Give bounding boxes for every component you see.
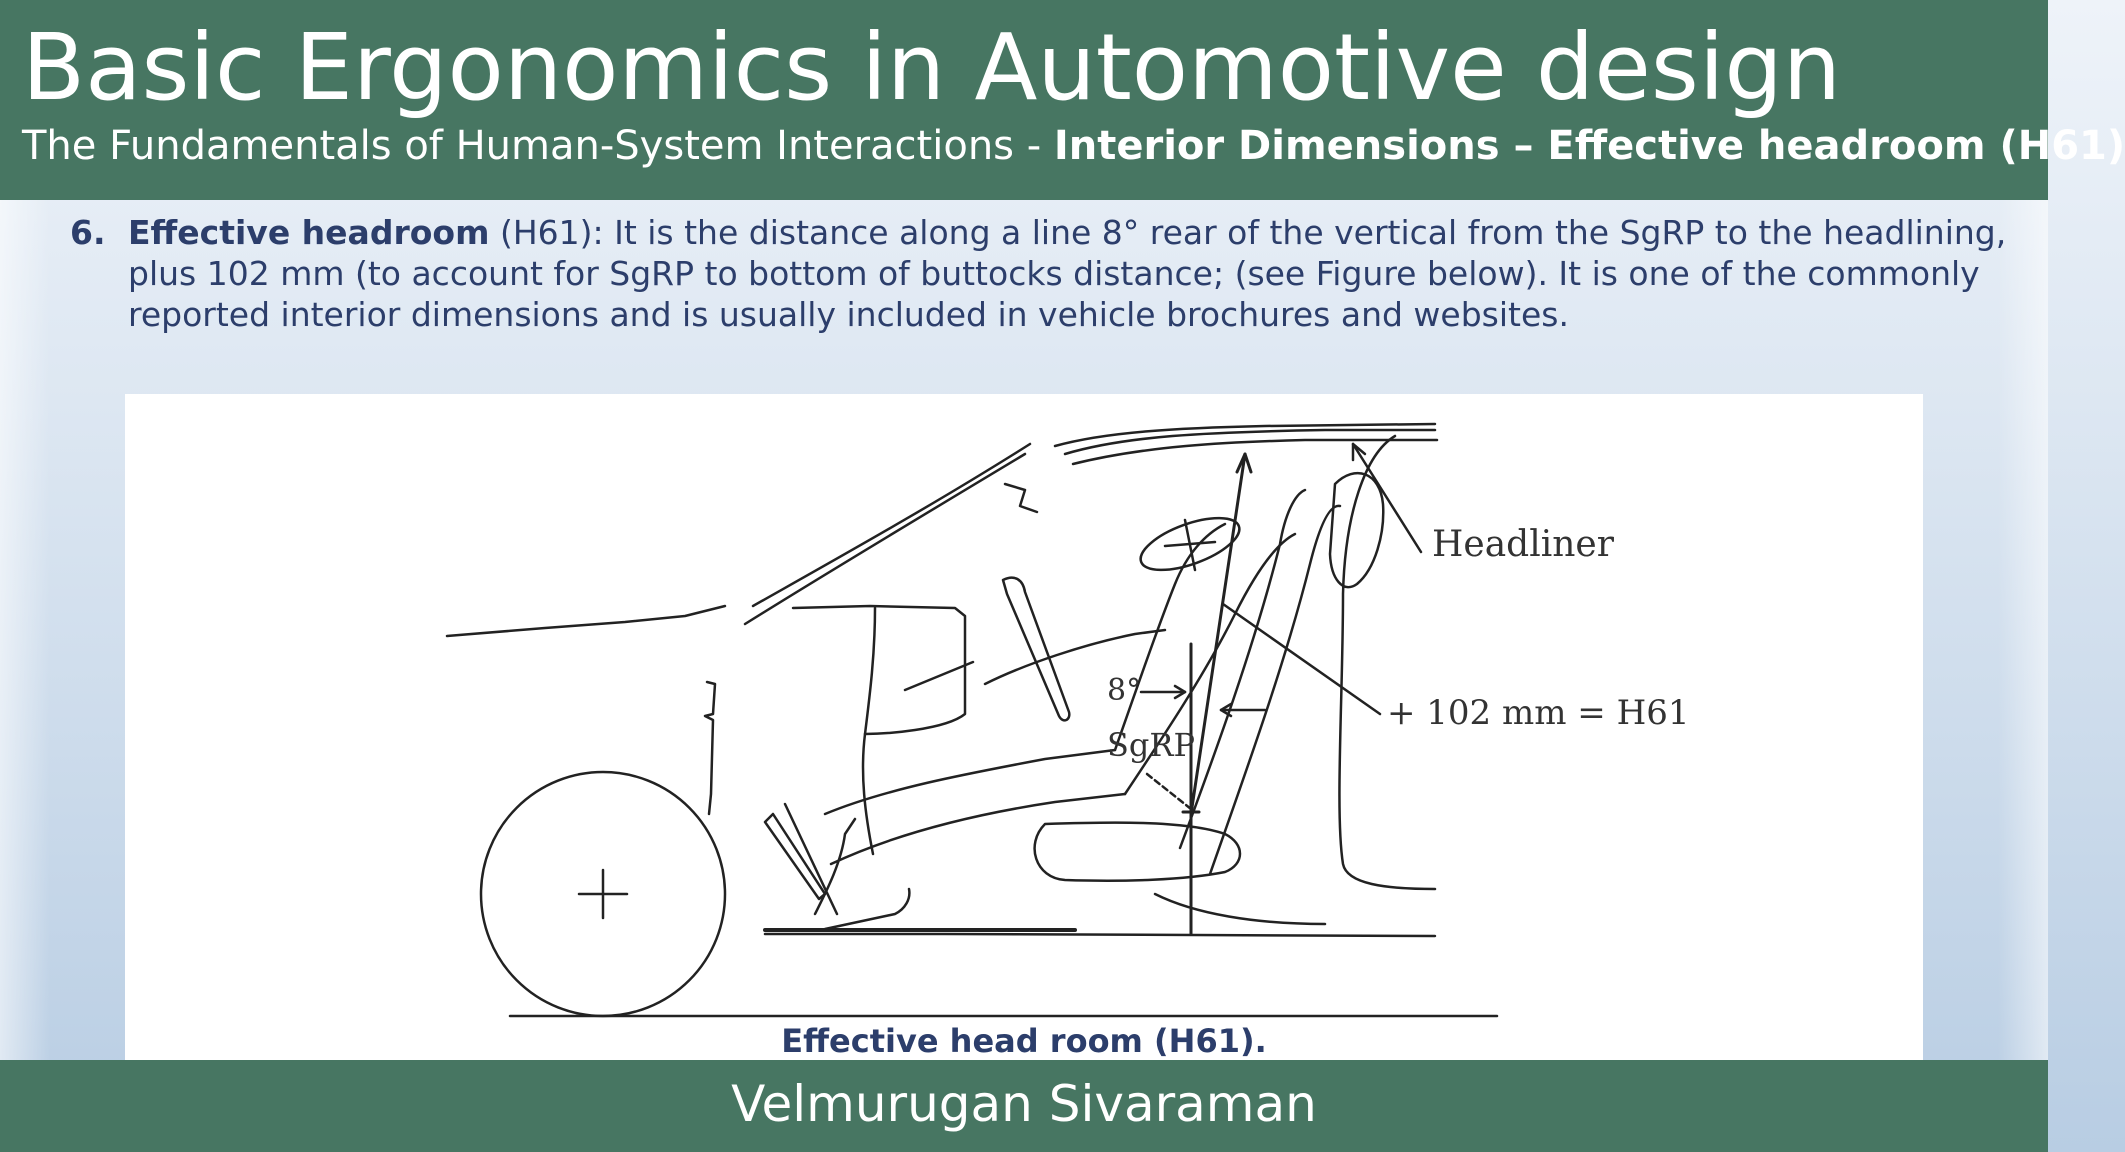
roof-outer (1053, 422, 1437, 448)
point-definition: (H61): It is the distance along a line 8… (128, 213, 2007, 334)
bumper-bracket (703, 680, 717, 816)
dashboard-lower (861, 606, 877, 856)
point-number: 6. (70, 213, 106, 252)
roof-headliner (1063, 428, 1437, 456)
slide-header: Basic Ergonomics in Automotive design Th… (0, 0, 2125, 200)
subtitle-topic: Interior Dimensions – Effective headroom… (1053, 123, 2125, 169)
rear-seat-base (1153, 892, 1327, 926)
label-headliner: Headliner (1432, 524, 1615, 565)
pedal (763, 812, 827, 901)
roof-inner (1071, 438, 1439, 466)
angle-arrow-right-head (1219, 702, 1233, 718)
head-restraint (1328, 471, 1385, 589)
shin-upper (823, 748, 1117, 816)
windshield (743, 452, 1027, 626)
torso-front (1113, 522, 1227, 752)
headliner-leader (1351, 442, 1423, 554)
head-ellipse (1139, 516, 1241, 572)
seat-cushion (1033, 821, 1242, 882)
torso-back (1123, 532, 1297, 796)
h61-leader (1221, 602, 1382, 716)
rear-body-curve (1338, 434, 1437, 891)
angle-arrow-left-head (1173, 684, 1187, 700)
slide-title: Basic Ergonomics in Automotive design (22, 14, 1842, 121)
headroom-diagram: Headliner + 102 mm = H61 8° SgRP (445, 422, 1690, 1018)
figure-caption: Effective head room (H61). (781, 1022, 1267, 1060)
door-sill-line (763, 932, 1437, 938)
dashboard (791, 604, 967, 736)
seat-back-rear (1208, 504, 1342, 876)
pedal-arm (783, 802, 839, 916)
label-sgrp: SgRP (1107, 726, 1195, 764)
sgrp-marker (1181, 802, 1201, 822)
arm (983, 628, 1167, 686)
foot (813, 817, 857, 916)
label-angle: 8° (1107, 673, 1141, 708)
headroom-arrowhead (1235, 452, 1253, 474)
right-edge-glow (1998, 200, 2048, 1060)
foot-sole (823, 887, 911, 931)
windshield-inner (751, 442, 1032, 608)
steering-wheel (1001, 576, 1071, 722)
seat-back-front (1178, 488, 1307, 850)
front-wheel (479, 770, 727, 1018)
a-pillar-trim (1003, 482, 1039, 514)
steering-column (903, 660, 975, 692)
label-h61-formula: + 102 mm = H61 (1387, 693, 1690, 733)
sgrp-leader (1145, 772, 1193, 811)
point-text: Effective headroom (H61): It is the dist… (128, 212, 2053, 335)
eyellipse-cross-h (1163, 540, 1217, 548)
shin-lower (829, 792, 1127, 866)
hood-line (445, 604, 727, 638)
subtitle-course: The Fundamentals of Human-System Interac… (22, 123, 1054, 169)
headroom-figure: Headliner + 102 mm = H61 8° SgRP Effecti… (125, 394, 1923, 1060)
author-name: Velmurugan Sivaraman (731, 1075, 1317, 1133)
headliner-arrowhead (1351, 442, 1367, 462)
left-edge-glow (0, 200, 50, 1060)
point-term: Effective headroom (128, 213, 490, 252)
slide-footer: Velmurugan Sivaraman (0, 1060, 2048, 1152)
slide-subtitle: The Fundamentals of Human-System Interac… (22, 122, 2125, 170)
effective-headroom-line (1189, 452, 1247, 816)
